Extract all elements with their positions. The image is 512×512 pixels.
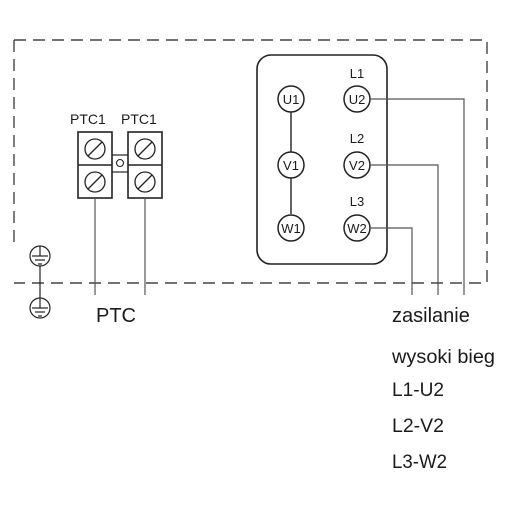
terminal-v1: V1 <box>277 151 305 179</box>
svg-text:U2: U2 <box>349 92 366 107</box>
mapping-l2: L2-V2 <box>392 416 444 437</box>
svg-text:V1: V1 <box>283 158 299 173</box>
phase-label-l2: L2 <box>350 131 364 146</box>
enclosure-border <box>14 39 488 284</box>
ptc-caption: PTC <box>96 305 136 327</box>
supply-title: zasilanie <box>392 305 470 327</box>
ground-icon <box>29 297 51 319</box>
terminal-v2: V2 <box>343 151 371 179</box>
phase-label-l1: L1 <box>350 66 364 81</box>
ground-icon <box>29 245 51 267</box>
terminal-w2: W2 <box>343 214 371 242</box>
svg-text:V2: V2 <box>349 158 365 173</box>
svg-text:W2: W2 <box>347 221 367 236</box>
ptc-label-right: PTC1 <box>121 111 157 127</box>
terminal-u2: U2 <box>343 85 371 113</box>
speed-mode: wysoki bieg <box>391 347 495 368</box>
svg-text:U1: U1 <box>283 92 300 107</box>
supply-wire-l3 <box>370 227 413 295</box>
mapping-l3: L3-W2 <box>392 452 447 473</box>
svg-text:W1: W1 <box>281 221 301 236</box>
terminal-w1: W1 <box>277 214 305 242</box>
terminal-u1: U1 <box>277 85 305 113</box>
screw-icon <box>134 171 156 193</box>
screw-icon <box>84 171 106 193</box>
screw-icon <box>134 138 156 160</box>
supply-wire-l1 <box>370 98 465 295</box>
ptc-label-left: PTC1 <box>70 111 106 127</box>
mapping-l1: L1-U2 <box>392 380 444 401</box>
screw-icon <box>84 138 106 160</box>
phase-label-l3: L3 <box>350 194 364 209</box>
supply-wire-l2 <box>370 164 439 295</box>
